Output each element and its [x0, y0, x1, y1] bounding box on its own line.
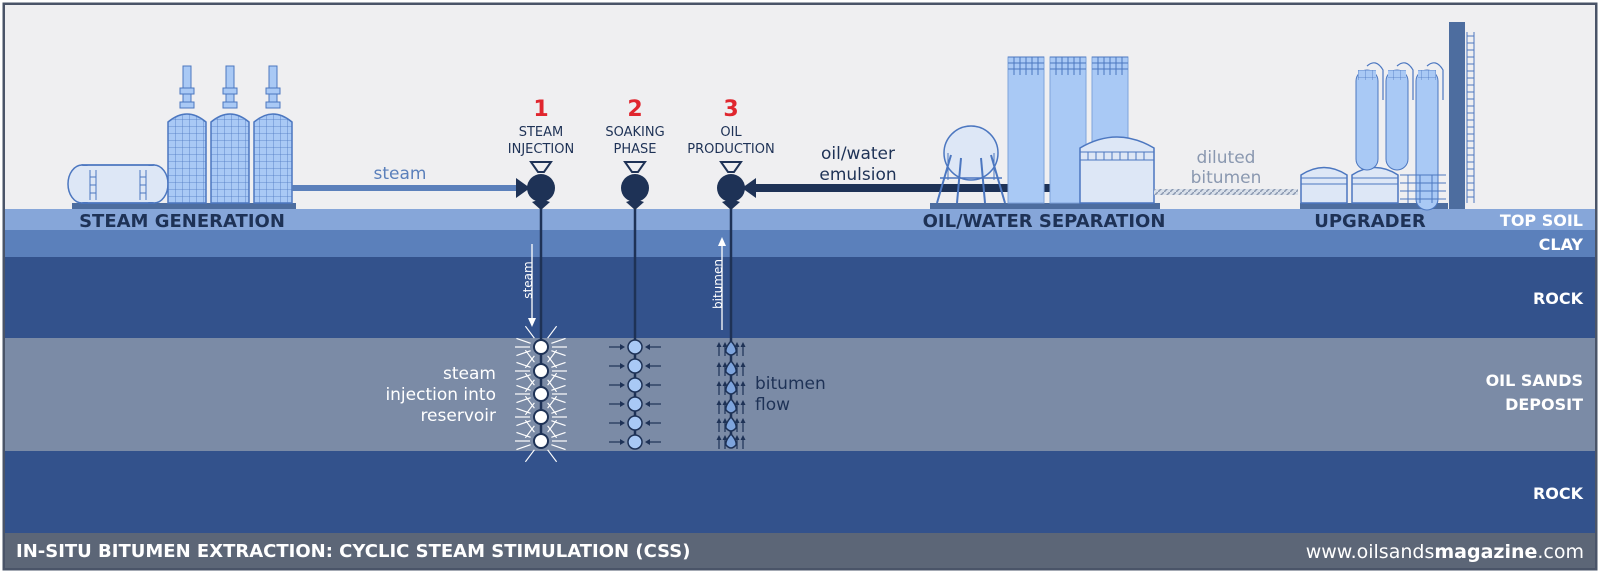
label-emulsion-1: oil/water: [821, 144, 895, 164]
emulsion-pipe: [756, 184, 1078, 192]
footer-bar: [5, 533, 1595, 568]
label-flow-2: flow: [755, 395, 790, 415]
steam-bulb: [515, 325, 567, 369]
layer-label-rock-lower: ROCK: [1533, 484, 1584, 503]
soaking-bulb: [609, 377, 661, 393]
spherical-tank: [936, 125, 1006, 204]
bitumen-drop: [716, 397, 746, 414]
layer-label-clay: CLAY: [1539, 235, 1584, 254]
layer-top-soil: [5, 209, 1595, 230]
bitumen-drop: [716, 339, 746, 356]
label-injection-1: steam: [443, 364, 496, 384]
layer-rock-upper: [5, 257, 1595, 338]
layer-label-oil-sands-1: OIL SANDS: [1486, 371, 1583, 390]
label-steam-pipe: steam: [374, 164, 427, 184]
stage-2-number: 2: [627, 97, 642, 122]
stage-3-number: 3: [723, 97, 738, 122]
footer-title: IN-SITU BITUMEN EXTRACTION: CYCLIC STEAM…: [16, 541, 690, 562]
layer-rock-lower: [5, 451, 1595, 533]
footer-site-suffix: .com: [1537, 541, 1584, 563]
steam-down-arrow: [528, 244, 536, 327]
soaking-well-bulbs: [609, 339, 661, 450]
bitumen-up-arrow: [718, 237, 726, 330]
bitumen-drop: [716, 378, 746, 395]
upgrader-lattice: [1400, 174, 1446, 203]
layer-clay: [5, 230, 1595, 257]
stage-1-line2: INJECTION: [508, 142, 574, 157]
label-injection-2: injection into: [385, 385, 496, 405]
label-emulsion-2: emulsion: [819, 165, 896, 185]
upgrader-plant: [1300, 22, 1475, 211]
footer-site-bold: magazine: [1434, 541, 1537, 563]
bitumen-drop: [716, 415, 746, 432]
layer-oil-sands: [5, 338, 1595, 451]
label-bitumen-up: bitumen: [711, 259, 725, 309]
label-injection-3: reservoir: [420, 406, 496, 426]
stage-2-line1: SOAKING: [605, 125, 664, 140]
oil-water-separation-plant: [930, 56, 1160, 209]
soaking-bulb: [609, 358, 661, 374]
layer-label-rock-upper: ROCK: [1533, 289, 1584, 308]
horizontal-tank: [67, 164, 169, 204]
stage-3-line1: OIL: [720, 125, 742, 140]
label-diluted-2: bitumen: [1191, 168, 1262, 188]
steam-bulb: [515, 349, 567, 393]
wellhead-3: [717, 161, 756, 345]
separation-base: [930, 203, 1160, 209]
label-upgrader: UPGRADER: [1314, 211, 1426, 232]
label-flow-1: bitumen: [755, 374, 826, 394]
soaking-bulb: [609, 434, 661, 450]
wellhead-2: [621, 161, 649, 345]
footer-site-prefix: www.oilsands: [1306, 541, 1435, 563]
boiler-1: [167, 65, 207, 204]
stage-3-line2: PRODUCTION: [687, 142, 774, 157]
label-oil-water-separation: OIL/WATER SEPARATION: [923, 211, 1166, 232]
process-column-2: [1385, 62, 1414, 171]
label-steam-generation: STEAM GENERATION: [79, 211, 285, 232]
boiler-3: [253, 65, 293, 204]
layer-label-oil-sands-2: DEPOSIT: [1505, 395, 1583, 414]
layer-label-top-soil: TOP SOIL: [1500, 211, 1583, 230]
injection-well-bulbs: [515, 325, 567, 463]
steam-bulb: [515, 395, 567, 439]
label-steam-down: steam: [521, 261, 535, 298]
steam-plant-base: [72, 203, 296, 209]
silo-1: [1007, 56, 1045, 204]
steam-bulb: [515, 372, 567, 416]
upgrader-base: [1300, 203, 1448, 209]
small-tank-1: [1300, 166, 1348, 204]
stage-2-line2: PHASE: [614, 142, 657, 157]
bitumen-drop: [716, 432, 746, 449]
footer-website: www.oilsandsmagazine.com: [1306, 541, 1584, 563]
stage-1-line1: STEAM: [519, 125, 564, 140]
soaking-bulb: [609, 415, 661, 431]
wellhead-1: [516, 161, 555, 342]
stage-1-number: 1: [533, 97, 548, 122]
flare-stack: [1449, 22, 1475, 209]
soaking-bulb: [609, 396, 661, 412]
storage-tank: [1079, 136, 1155, 204]
production-well-bulbs: [716, 339, 746, 449]
process-column-1: [1355, 62, 1384, 171]
bitumen-drop: [716, 359, 746, 376]
steam-pipe: [292, 185, 518, 191]
diluted-bitumen-pipe: [1154, 189, 1298, 195]
boiler-2: [210, 65, 250, 204]
steam-bulb: [515, 419, 567, 463]
label-diluted-1: diluted: [1197, 148, 1256, 168]
soaking-bulb: [609, 339, 661, 355]
small-tank-2: [1351, 166, 1399, 204]
steam-generation-plant: [67, 65, 296, 209]
